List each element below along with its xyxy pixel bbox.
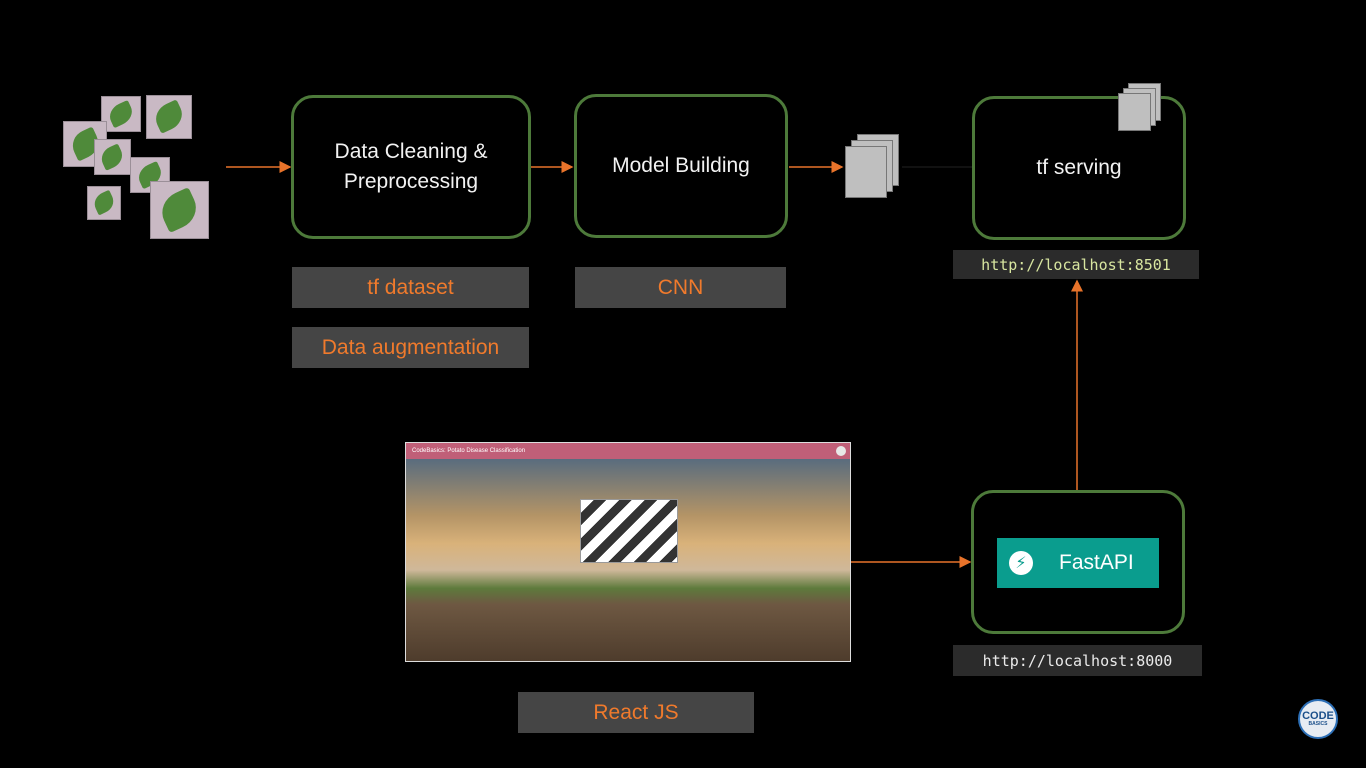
react-js-tag: React JS: [518, 692, 754, 733]
app-avatar-icon: [836, 446, 846, 456]
tf-dataset-tag: tf dataset: [292, 267, 529, 308]
leaf-image: [150, 181, 209, 239]
leaf-image: [94, 139, 131, 175]
data-augmentation-tag: Data augmentation: [292, 327, 529, 368]
image-dropzone: [580, 499, 678, 563]
fastapi-url: http://localhost:8000: [953, 645, 1202, 676]
model-building-node: Model Building: [574, 94, 788, 238]
react-app-preview: CodeBasics: Potato Disease Classificatio…: [405, 442, 851, 662]
data-cleaning-label: Data Cleaning & Preprocessing: [334, 140, 488, 193]
tf-serving-url: http://localhost:8501: [953, 250, 1199, 279]
app-title-bar: CodeBasics: Potato Disease Classificatio…: [406, 443, 850, 459]
leaf-image: [87, 186, 121, 220]
leaf-image: [146, 95, 192, 139]
fastapi-logo: ⚡ FastAPI: [997, 538, 1159, 588]
model-building-label: Model Building: [612, 154, 750, 177]
leaf-image: [101, 96, 141, 132]
fastapi-label: FastAPI: [1059, 551, 1134, 574]
codebasics-logo: CODE BASICS: [1298, 699, 1338, 739]
tf-serving-node: tf serving: [972, 96, 1186, 240]
lightning-bolt-icon: ⚡: [1009, 551, 1033, 575]
app-title: CodeBasics: Potato Disease Classificatio…: [412, 448, 526, 454]
tf-serving-label: tf serving: [1036, 156, 1122, 179]
data-cleaning-node: Data Cleaning & Preprocessing: [291, 95, 531, 239]
farm-field-image: [406, 459, 850, 661]
cnn-tag: CNN: [575, 267, 786, 308]
